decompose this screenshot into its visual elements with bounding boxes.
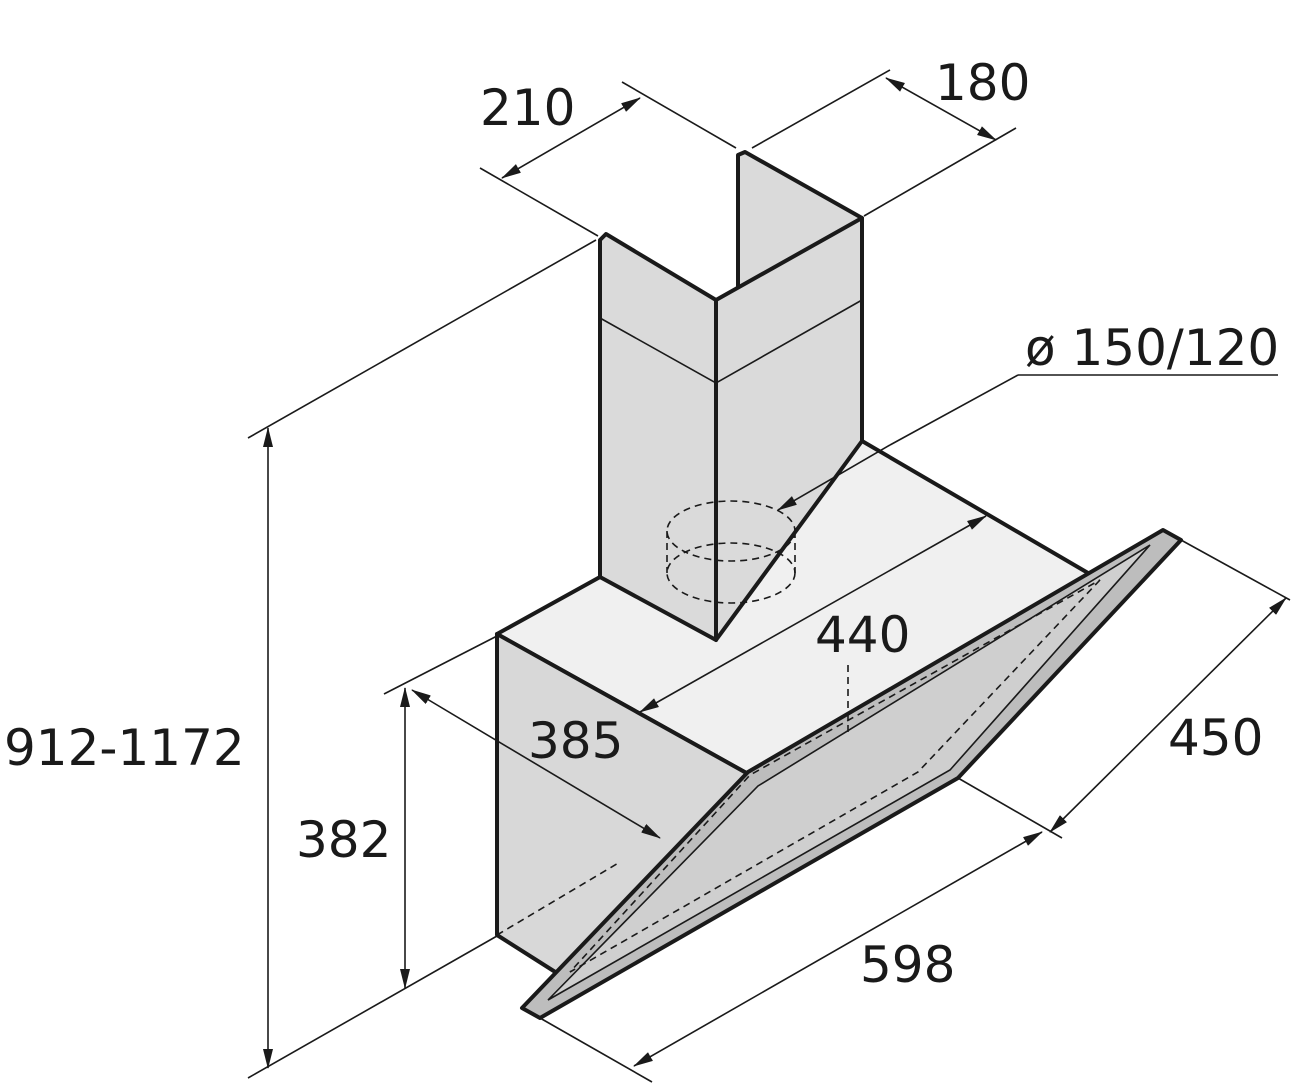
dimension-lines bbox=[263, 77, 1287, 1069]
label-body-height: 382 bbox=[296, 811, 391, 869]
dimline-210 bbox=[501, 97, 641, 179]
dimline-180 bbox=[885, 77, 997, 141]
label-chimney-depth: 210 bbox=[480, 79, 575, 137]
label-duct-diameter: ø 150/120 bbox=[1025, 319, 1279, 377]
glass-panel-hidden-outline bbox=[569, 579, 1101, 973]
dimension-labels: 210 180 ø 150/120 440 385 450 912-1172 3… bbox=[4, 54, 1279, 994]
dimline-450 bbox=[1049, 597, 1287, 833]
extension-lines bbox=[247, 69, 1291, 1083]
chimney-left-face bbox=[598, 232, 718, 642]
label-width: 598 bbox=[860, 936, 955, 994]
label-glass-depth: 450 bbox=[1168, 709, 1263, 767]
chimney-section-seam bbox=[599, 299, 863, 384]
dimline-385 bbox=[411, 689, 661, 839]
dimline-duct bbox=[777, 444, 891, 511]
label-body-side-depth: 385 bbox=[528, 712, 623, 770]
dimline-440 bbox=[639, 515, 987, 713]
label-body-depth-top: 440 bbox=[815, 606, 910, 664]
label-chimney-width: 180 bbox=[935, 54, 1030, 112]
dimline-598 bbox=[633, 831, 1043, 1067]
label-total-height: 912-1172 bbox=[4, 719, 245, 777]
chimney bbox=[598, 150, 864, 642]
